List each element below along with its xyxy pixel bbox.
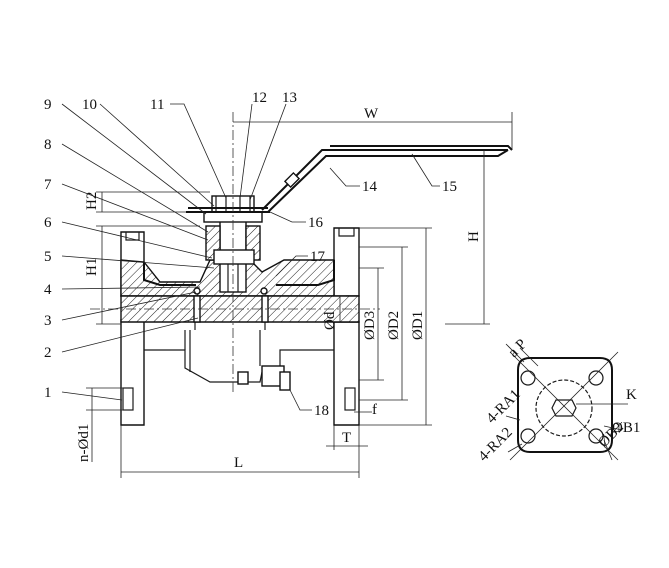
detail-label-ap: a P <box>506 336 531 361</box>
dim-label-h: H <box>466 231 482 242</box>
leader-lines <box>61 103 440 411</box>
detail-label-ra2: 4-RA2 <box>476 425 516 465</box>
lever-handle <box>261 145 513 213</box>
detail-label-b1: ØB1 <box>612 420 640 436</box>
part-label-11: 11 <box>150 97 164 113</box>
dim-label-h1: H1 <box>84 258 100 276</box>
part-label-9: 9 <box>44 97 52 113</box>
part-label-2: 2 <box>44 345 52 361</box>
part-label-18: 18 <box>314 403 329 419</box>
part-label-13: 13 <box>282 90 297 106</box>
part-label-1: 1 <box>44 385 52 401</box>
part-label-5: 5 <box>44 249 52 265</box>
part-number-labels: 1 2 3 4 5 6 7 8 9 10 11 12 13 14 15 16 1… <box>44 90 457 419</box>
dim-label-w: W <box>364 106 379 122</box>
part-label-12: 12 <box>252 90 267 106</box>
detail-label-k: K <box>626 387 637 403</box>
dim-label-h2: H2 <box>84 192 100 210</box>
dim-label-d: Ød <box>322 311 338 330</box>
part-label-15: 15 <box>442 179 457 195</box>
dim-label-d1: ØD1 <box>410 311 426 340</box>
dim-label-n-d1: n-Ød1 <box>76 424 92 462</box>
mounting-pad-detail: a P K ØB1 ØB2 4-RA1 4-RA2 <box>476 336 641 465</box>
part-label-4: 4 <box>44 282 52 298</box>
dim-label-t: T <box>342 430 351 446</box>
part-label-3: 3 <box>44 313 52 329</box>
dim-label-d3: ØD3 <box>362 311 378 340</box>
part-label-14: 14 <box>362 179 378 195</box>
part-label-17: 17 <box>310 249 326 265</box>
dimension-lines <box>86 112 513 478</box>
part-label-8: 8 <box>44 137 52 153</box>
dim-label-d2: ØD2 <box>386 311 402 340</box>
part-label-16: 16 <box>308 215 324 231</box>
dim-label-f: f <box>372 402 377 418</box>
dimension-labels: W H H2 H1 L Ød ØD3 ØD2 ØD1 T f n-Ød1 <box>76 106 482 471</box>
dim-label-l: L <box>234 455 243 471</box>
part-label-10: 10 <box>82 97 97 113</box>
part-label-6: 6 <box>44 215 52 231</box>
part-label-7: 7 <box>44 177 52 193</box>
